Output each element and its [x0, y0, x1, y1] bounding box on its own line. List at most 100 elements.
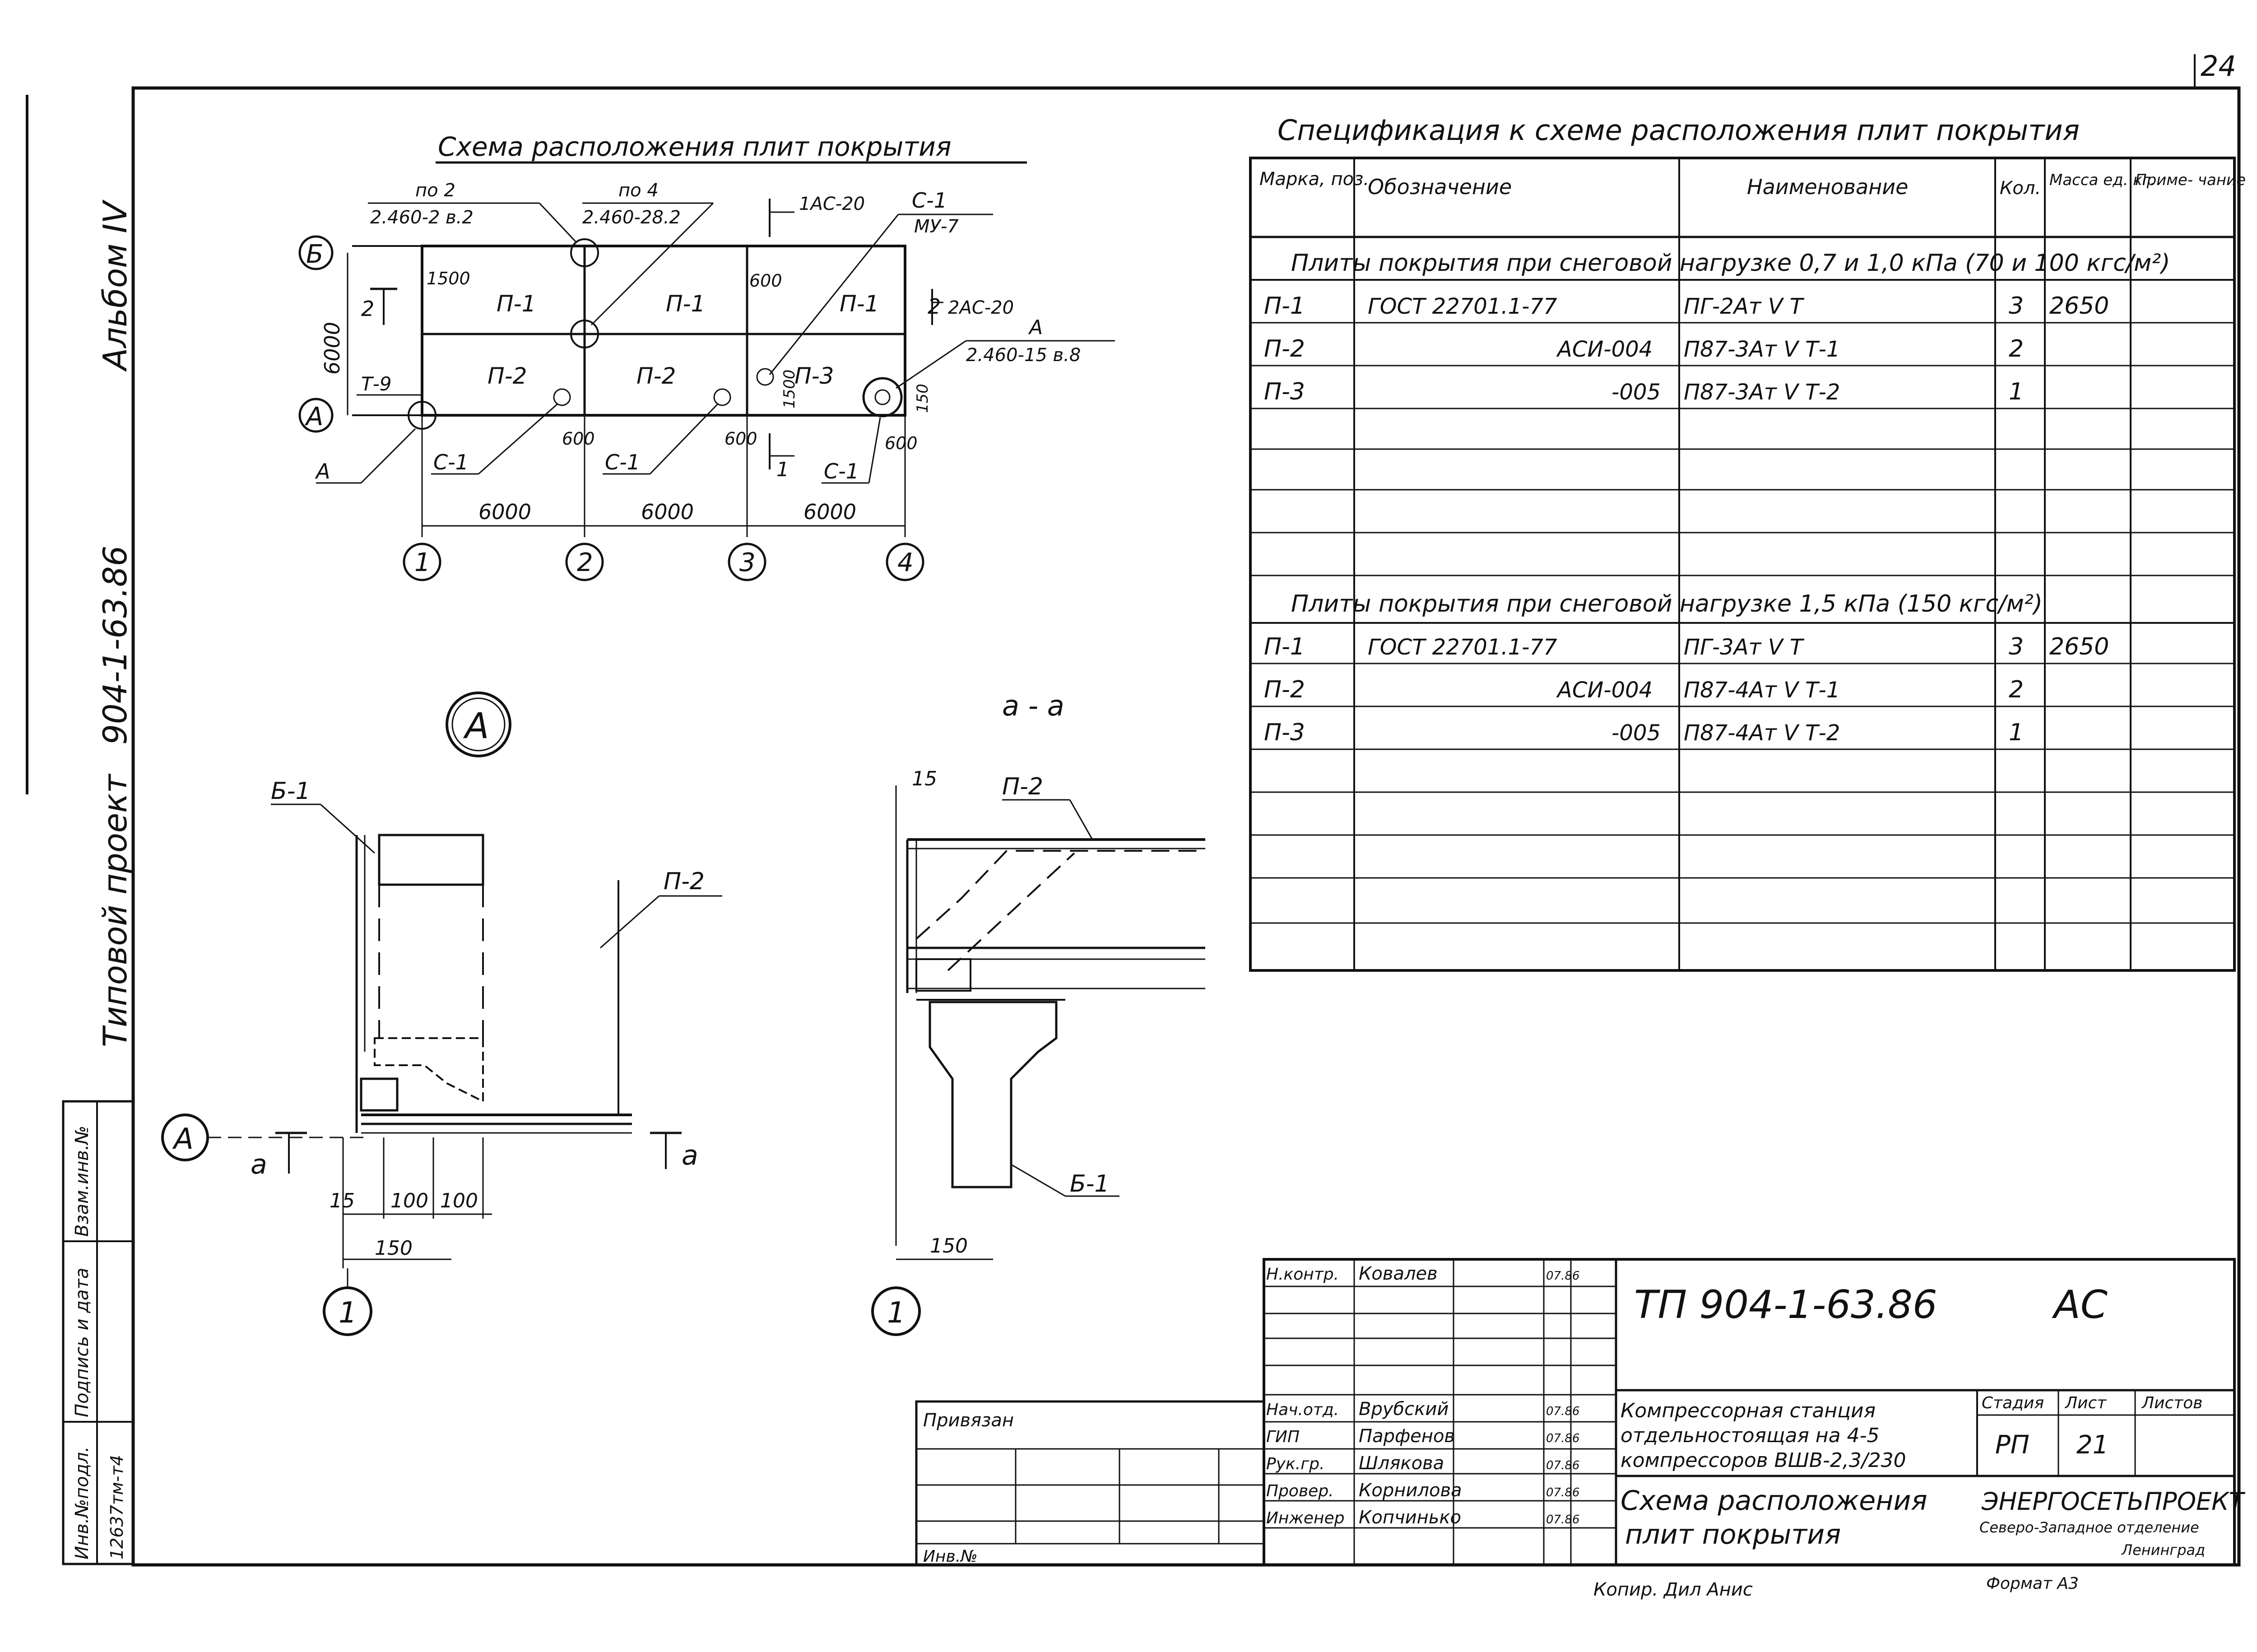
side-labels: Альбом IV 904-1-63.86 Типовой проект Вза…	[62, 199, 135, 1565]
role-inzhener: Инженер	[1266, 1509, 1345, 1527]
spec-g1-row1-mark: П-1	[1264, 292, 1305, 320]
tb-format: Формат А3	[1986, 1574, 2079, 1593]
spec-g2-row1-qty: 3	[2009, 633, 2024, 660]
date-inzhener: 07.86	[1546, 1513, 1579, 1527]
role-gip: ГИП	[1266, 1428, 1300, 1446]
inv-no-label: Инв.№подл.	[72, 1446, 93, 1559]
plate-label-p1b: П-1	[666, 291, 705, 317]
node-a-axis-1: 1	[339, 1296, 357, 1330]
axis-number-3: 3	[739, 548, 756, 577]
tb-object-line1: Компрессорная станция	[1621, 1399, 1876, 1422]
spec-header-name: Наименование	[1747, 175, 1908, 199]
plan-scheme: Схема расположения плит покрытия Б А 600…	[298, 131, 1115, 581]
date-nach-otd: 07.86	[1546, 1405, 1579, 1418]
sheet-corner-number: 24	[2201, 50, 2236, 83]
spec-g2-row2-designation: АСИ-004	[1556, 678, 1653, 703]
axis-number-4: 4	[897, 548, 914, 577]
date-prover: 07.86	[1546, 1486, 1579, 1499]
section-1: 1	[776, 458, 789, 481]
node-a-dim-100b: 100	[440, 1189, 478, 1212]
tb-object-line2: отдельностоящая на 4-5	[1621, 1424, 1879, 1447]
spec-g1-row3-mark: П-3	[1264, 378, 1305, 405]
spec-g1-row1-mass: 2650	[2049, 292, 2109, 320]
spec-g2-row3-designation: -005	[1611, 720, 1661, 746]
ref-c1a: С-1	[433, 450, 469, 474]
tb-stage-label: Стадия	[1982, 1394, 2044, 1412]
node-a-p2: П-2	[664, 868, 705, 895]
spec-g2-row1-mass: 2650	[2049, 633, 2109, 660]
spec-g2-row2-mark: П-2	[1264, 676, 1305, 703]
spec-g1-row1-qty: 3	[2009, 292, 2024, 320]
plate-label-p3: П-3	[794, 363, 834, 389]
name-prover: Корнилова	[1359, 1480, 1462, 1501]
plate-label-p1c: П-1	[840, 291, 879, 317]
spec-header-designation: Обозначение	[1368, 175, 1512, 199]
axis-number-2: 2	[577, 548, 593, 577]
small-dim-600-a: 600	[562, 429, 595, 449]
spec-g2-row2-name: П87-4Ат V Т-1	[1684, 678, 1840, 703]
tb-code: ТП 904-1-63.86	[1634, 1282, 1937, 1327]
tb-sheet-title1: Схема расположения	[1621, 1485, 1927, 1517]
ref-s1-top: С-1	[912, 188, 947, 213]
project-code-label: 904-1-63.86	[96, 546, 134, 745]
small-dim-600-c: 600	[885, 433, 918, 453]
spec-g2-row2-qty: 2	[2009, 676, 2024, 703]
span-dim-3: 6000	[803, 500, 856, 524]
spec-g1-row3-name: П87-3Ат V Т-2	[1684, 380, 1840, 405]
role-nach-otd: Нач.отд.	[1266, 1401, 1339, 1419]
spec-header-note: Приме- чание	[2135, 171, 2246, 189]
tb-mark: АС	[2052, 1282, 2108, 1327]
name-nach-otd: Врубский	[1359, 1399, 1449, 1420]
tb-org3: Ленинград	[2121, 1541, 2205, 1559]
section-aa-axis-1: 1	[887, 1296, 906, 1330]
ref-a-code: 2.460-15 в.8	[966, 345, 1081, 366]
small-dim-150: 150	[914, 384, 932, 413]
spec-g2-row1-mark: П-1	[1264, 633, 1305, 660]
section-aa-title: а - а	[1002, 689, 1064, 722]
ref-mu7: МУ-7	[914, 216, 959, 237]
ref-section-2-right: 2	[928, 294, 941, 319]
ref-ac20-right: 2АС-20	[948, 297, 1014, 318]
date-gip: 07.86	[1546, 1432, 1579, 1445]
title-block: Привязан Инв.№ Н.контр. Ковалев 07.86 На…	[915, 1258, 2246, 1600]
spec-g1-row2-name: П87-3Ат V Т-1	[1684, 337, 1840, 362]
section-aa-b1: Б-1	[1070, 1170, 1110, 1197]
spec-g1-row3-designation: -005	[1611, 380, 1661, 405]
inv-no-value: 12637тм-т4	[107, 1455, 127, 1559]
spec-header-qty: Кол.	[2000, 178, 2041, 199]
ref-c1c: С-1	[824, 459, 859, 483]
small-dim-600-b: 600	[724, 429, 757, 449]
tb-sheet: 21	[2076, 1430, 2108, 1460]
span-dim-1: 6000	[478, 500, 531, 524]
tb-org1: ЭНЕРГОСЕТЬПРОЕКТ	[1981, 1487, 2246, 1516]
spec-g1-row1-designation: ГОСТ 22701.1-77	[1368, 294, 1557, 319]
plate-label-p2b: П-2	[636, 363, 676, 389]
date-ruk-gr: 07.86	[1546, 1459, 1579, 1472]
replace-inv-label: Взам.инв.№	[72, 1126, 93, 1237]
tb-sheet-label: Лист	[2064, 1394, 2107, 1412]
spec-g2-row3-name: П87-4Ат V Т-2	[1684, 720, 1840, 746]
section-aa-dim150: 150	[930, 1234, 968, 1258]
sign-date-label: Подпись и дата	[72, 1268, 93, 1417]
node-a-label: А	[463, 706, 489, 747]
privyazan-label: Привязан	[923, 1410, 1014, 1431]
tb-copied: Копир. Дил Анис	[1593, 1579, 1753, 1600]
ref-ac20-top: 1АС-20	[799, 194, 865, 214]
tb-stage: РП	[1995, 1430, 2029, 1460]
section-2-left: 2	[361, 297, 374, 321]
ref-a-left: А	[315, 459, 330, 483]
ref-po4: по 4	[618, 180, 659, 201]
spec-header-mass: Масса ед. кг.	[2049, 171, 2155, 189]
small-dim-1500: 1500	[427, 269, 470, 288]
node-a-sec-left: а	[251, 1149, 267, 1180]
plate-label-p2a: П-2	[488, 363, 527, 389]
spec-g1-row2-designation: АСИ-004	[1556, 337, 1653, 362]
node-a-sec-right: а	[682, 1140, 698, 1171]
node-a-dim-100a: 100	[390, 1189, 428, 1212]
project-type-label: Типовой проект	[96, 773, 134, 1047]
spec-header-mark: Марка, поз.	[1259, 169, 1369, 190]
spec-table: Спецификация к схеме расположения плит п…	[1249, 114, 2246, 972]
section-aa-dim15: 15	[912, 767, 937, 790]
span-dim-2: 6000	[641, 500, 694, 524]
node-a-b1: Б-1	[271, 778, 311, 805]
